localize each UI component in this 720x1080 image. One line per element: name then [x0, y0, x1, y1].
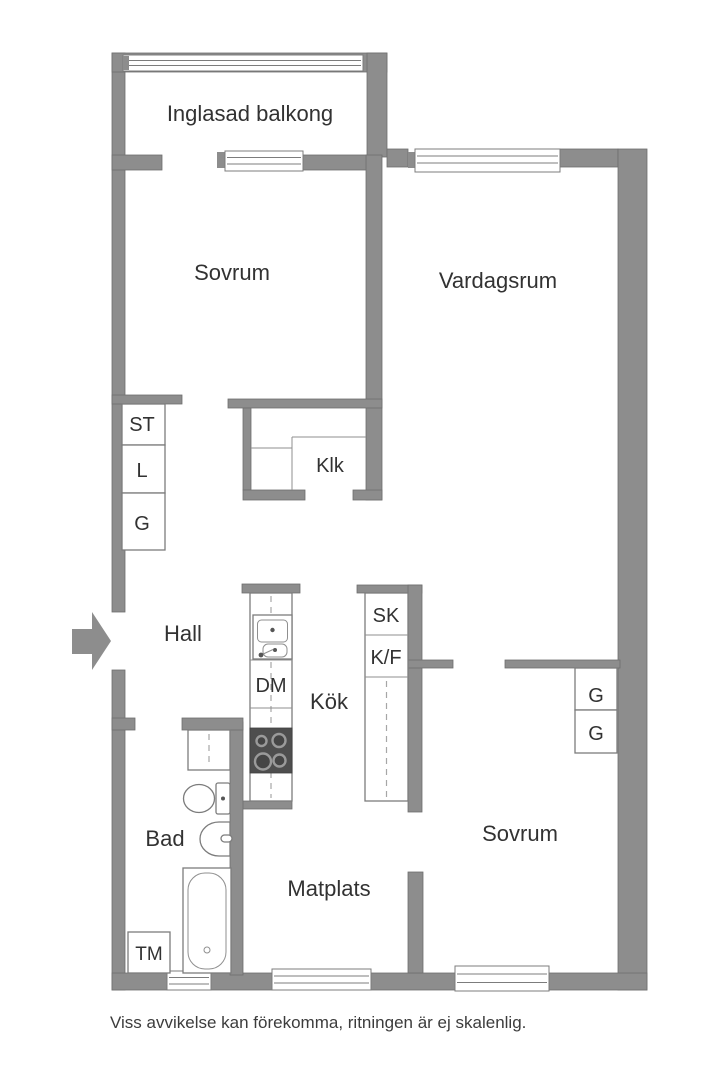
bathroom-cabinet [187, 729, 231, 771]
klk-bottom-wall-right [352, 489, 383, 501]
dining-bedroom2-divider-wall [407, 871, 424, 974]
bedroom-balcony-window [217, 150, 304, 172]
bathroom-top-wall-stub [111, 717, 136, 731]
room-label-klk: Klk [316, 455, 345, 477]
bedroom2-window [454, 965, 550, 992]
room-label-bedroom-top: Sovrum [194, 260, 270, 285]
klk-bottom-wall-left [242, 489, 306, 501]
walls [72, 52, 648, 991]
wardrobe-g-top-label: G [588, 685, 604, 707]
burner [272, 753, 287, 768]
bedroom-bottom-wall-stub [111, 394, 183, 405]
fridge-wall-stub [407, 659, 454, 669]
washing-machine: TM [127, 931, 171, 974]
right-exterior-wall [617, 148, 648, 991]
bathroom-right-wall [229, 721, 244, 976]
washing-machine-label: TM [135, 944, 162, 965]
wash-basin [199, 821, 233, 857]
balcony-bedroom-wall-left [111, 154, 163, 171]
windows [122, 54, 561, 992]
toilet [182, 782, 231, 815]
wardrobe-g-bottom-label: G [588, 723, 604, 745]
klk-shelving [251, 436, 366, 490]
bathroom-window [166, 970, 212, 991]
room-label-livingroom: Vardagsrum [439, 268, 557, 293]
bathtub [182, 867, 232, 974]
closet-l-box [121, 444, 166, 494]
burner [271, 732, 287, 749]
room-label-kitchen: Kök [310, 689, 349, 714]
livingroom-window [408, 148, 561, 173]
kitchen-left-counter-bottom-cap [237, 800, 293, 810]
stove [249, 727, 293, 774]
dishwasher-label: DM [255, 675, 286, 697]
closet-g-label: G [134, 513, 150, 535]
dining-window [271, 968, 372, 991]
kitchen-left-counter-top-cap [241, 583, 301, 594]
entrance-arrow [72, 612, 111, 670]
balcony-right-wall [366, 52, 388, 158]
balcony-bedroom-wall-right [302, 154, 368, 171]
closet-st-label: ST [129, 414, 155, 436]
bedroom2-wardrobes: G G [574, 667, 618, 754]
kitchen-sink [252, 614, 293, 660]
wardrobe-g-bottom-box [574, 709, 618, 754]
room-label-balcony: Inglasad balkong [167, 101, 333, 126]
bathroom-fixtures: TM [127, 729, 233, 974]
balcony-window [122, 54, 364, 72]
burner [255, 734, 268, 748]
cabinet-sk-label: SK [373, 605, 400, 627]
kitchen-right-wall [407, 584, 423, 813]
bedroom-livingroom-wall [365, 154, 383, 501]
fridge-freezer-label: K/F [370, 647, 401, 669]
room-label-dining: Matplats [287, 876, 370, 901]
klk-left-wall [242, 407, 252, 491]
top-wall-left-of-window [386, 148, 409, 168]
hall-closets: ST L G [121, 403, 166, 551]
room-label-hall: Hall [164, 621, 202, 646]
closet-l-label: L [136, 460, 147, 482]
footer-disclaimer: Viss avvikelse kan förekomma, ritningen … [110, 1013, 526, 1032]
room-labels: Inglasad balkong Sovrum Vardagsrum Klk H… [145, 101, 557, 901]
top-wall-right-of-window [559, 148, 619, 168]
closet-st-box [121, 403, 166, 446]
room-label-bathroom: Bad [145, 826, 184, 851]
livingroom-bedroom2-wall [504, 659, 621, 669]
room-label-bedroom-bottom: Sovrum [482, 821, 558, 846]
kitchen-counter-left: DM [249, 592, 293, 802]
klk-top-wall [227, 398, 383, 409]
kitchen-counter-right: SK K/F [364, 592, 409, 802]
wardrobe-g-top-box [574, 667, 618, 711]
bathroom-top-wall [181, 717, 244, 731]
burner [253, 752, 273, 771]
closet-g-box [121, 492, 166, 551]
